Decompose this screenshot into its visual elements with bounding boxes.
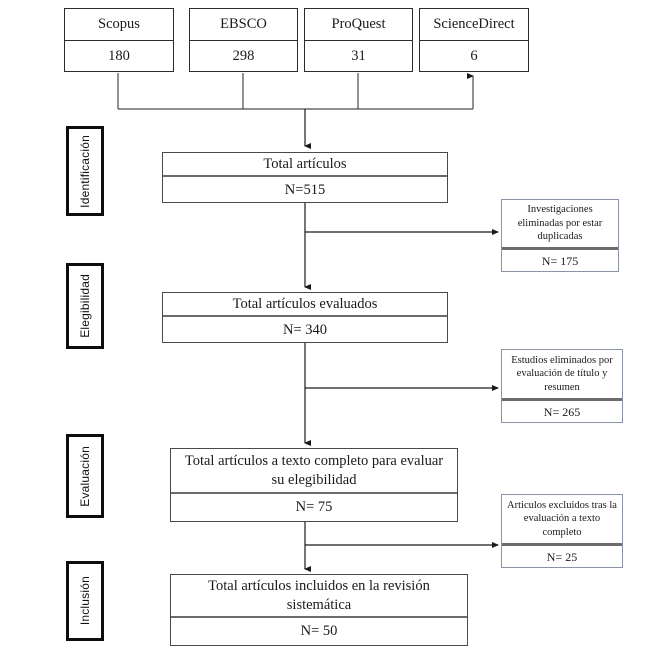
exclusion-box-duplicados: Investigaciones eliminadas por estar dup… xyxy=(501,199,619,272)
step-box-articulos-evaluados: Total artículos evaluados N= 340 xyxy=(162,292,448,343)
exclusion-label: Investigaciones eliminadas por estar dup… xyxy=(502,200,618,249)
source-box-ebsco: EBSCO 298 xyxy=(189,8,298,72)
step-label: Total artículos incluidos en la revisión… xyxy=(171,575,467,618)
exclusion-count: N= 175 xyxy=(502,249,618,271)
stage-box-identificacion: Identificación xyxy=(66,126,104,216)
stage-label: Inclusión xyxy=(78,576,92,626)
step-count: N= 50 xyxy=(300,623,338,640)
step-box-texto-completo: Total artículos a texto completo para ev… xyxy=(170,448,458,522)
exclusion-label: Estudios eliminados por evaluación de tí… xyxy=(502,350,622,400)
source-count: 31 xyxy=(351,47,366,64)
step-count: N= 340 xyxy=(282,322,328,339)
stage-box-inclusion: Inclusión xyxy=(66,561,104,641)
step-label: Total artículos xyxy=(163,153,447,178)
stage-box-elegibilidad: Elegibilidad xyxy=(66,263,104,349)
source-name: EBSCO xyxy=(190,9,297,41)
source-count: 180 xyxy=(108,47,130,64)
exclusion-box-texto-completo: Articulos excluidos tras la evaluación a… xyxy=(501,494,623,568)
stage-label: Evaluación xyxy=(78,445,92,507)
step-box-incluidos: Total artículos incluidos en la revisión… xyxy=(170,574,468,646)
exclusion-count: N= 25 xyxy=(502,545,622,567)
source-name: ScienceDirect xyxy=(420,9,528,41)
source-name: Scopus xyxy=(65,9,173,41)
step-count: N= 75 xyxy=(295,499,333,516)
source-box-proquest: ProQuest 31 xyxy=(304,8,413,72)
step-label: Total artículos evaluados xyxy=(163,293,447,318)
source-box-scopus: Scopus 180 xyxy=(64,8,174,72)
source-count: 298 xyxy=(232,47,255,64)
source-count: 6 xyxy=(470,47,478,64)
exclusion-box-titulo-resumen: Estudios eliminados por evaluación de tí… xyxy=(501,349,623,423)
stage-label: Identificación xyxy=(78,134,92,208)
exclusion-count: N= 265 xyxy=(502,400,622,422)
stage-label: Elegibilidad xyxy=(78,274,92,338)
stage-box-evaluacion: Evaluación xyxy=(66,434,104,518)
source-box-sciencedirect: ScienceDirect 6 xyxy=(419,8,529,72)
exclusion-label: Articulos excluidos tras la evaluación a… xyxy=(502,495,622,545)
step-box-total-articulos: Total artículos N=515 xyxy=(162,152,448,203)
step-label: Total artículos a texto completo para ev… xyxy=(171,449,457,494)
source-name: ProQuest xyxy=(305,9,412,41)
step-count: N=515 xyxy=(284,182,326,199)
